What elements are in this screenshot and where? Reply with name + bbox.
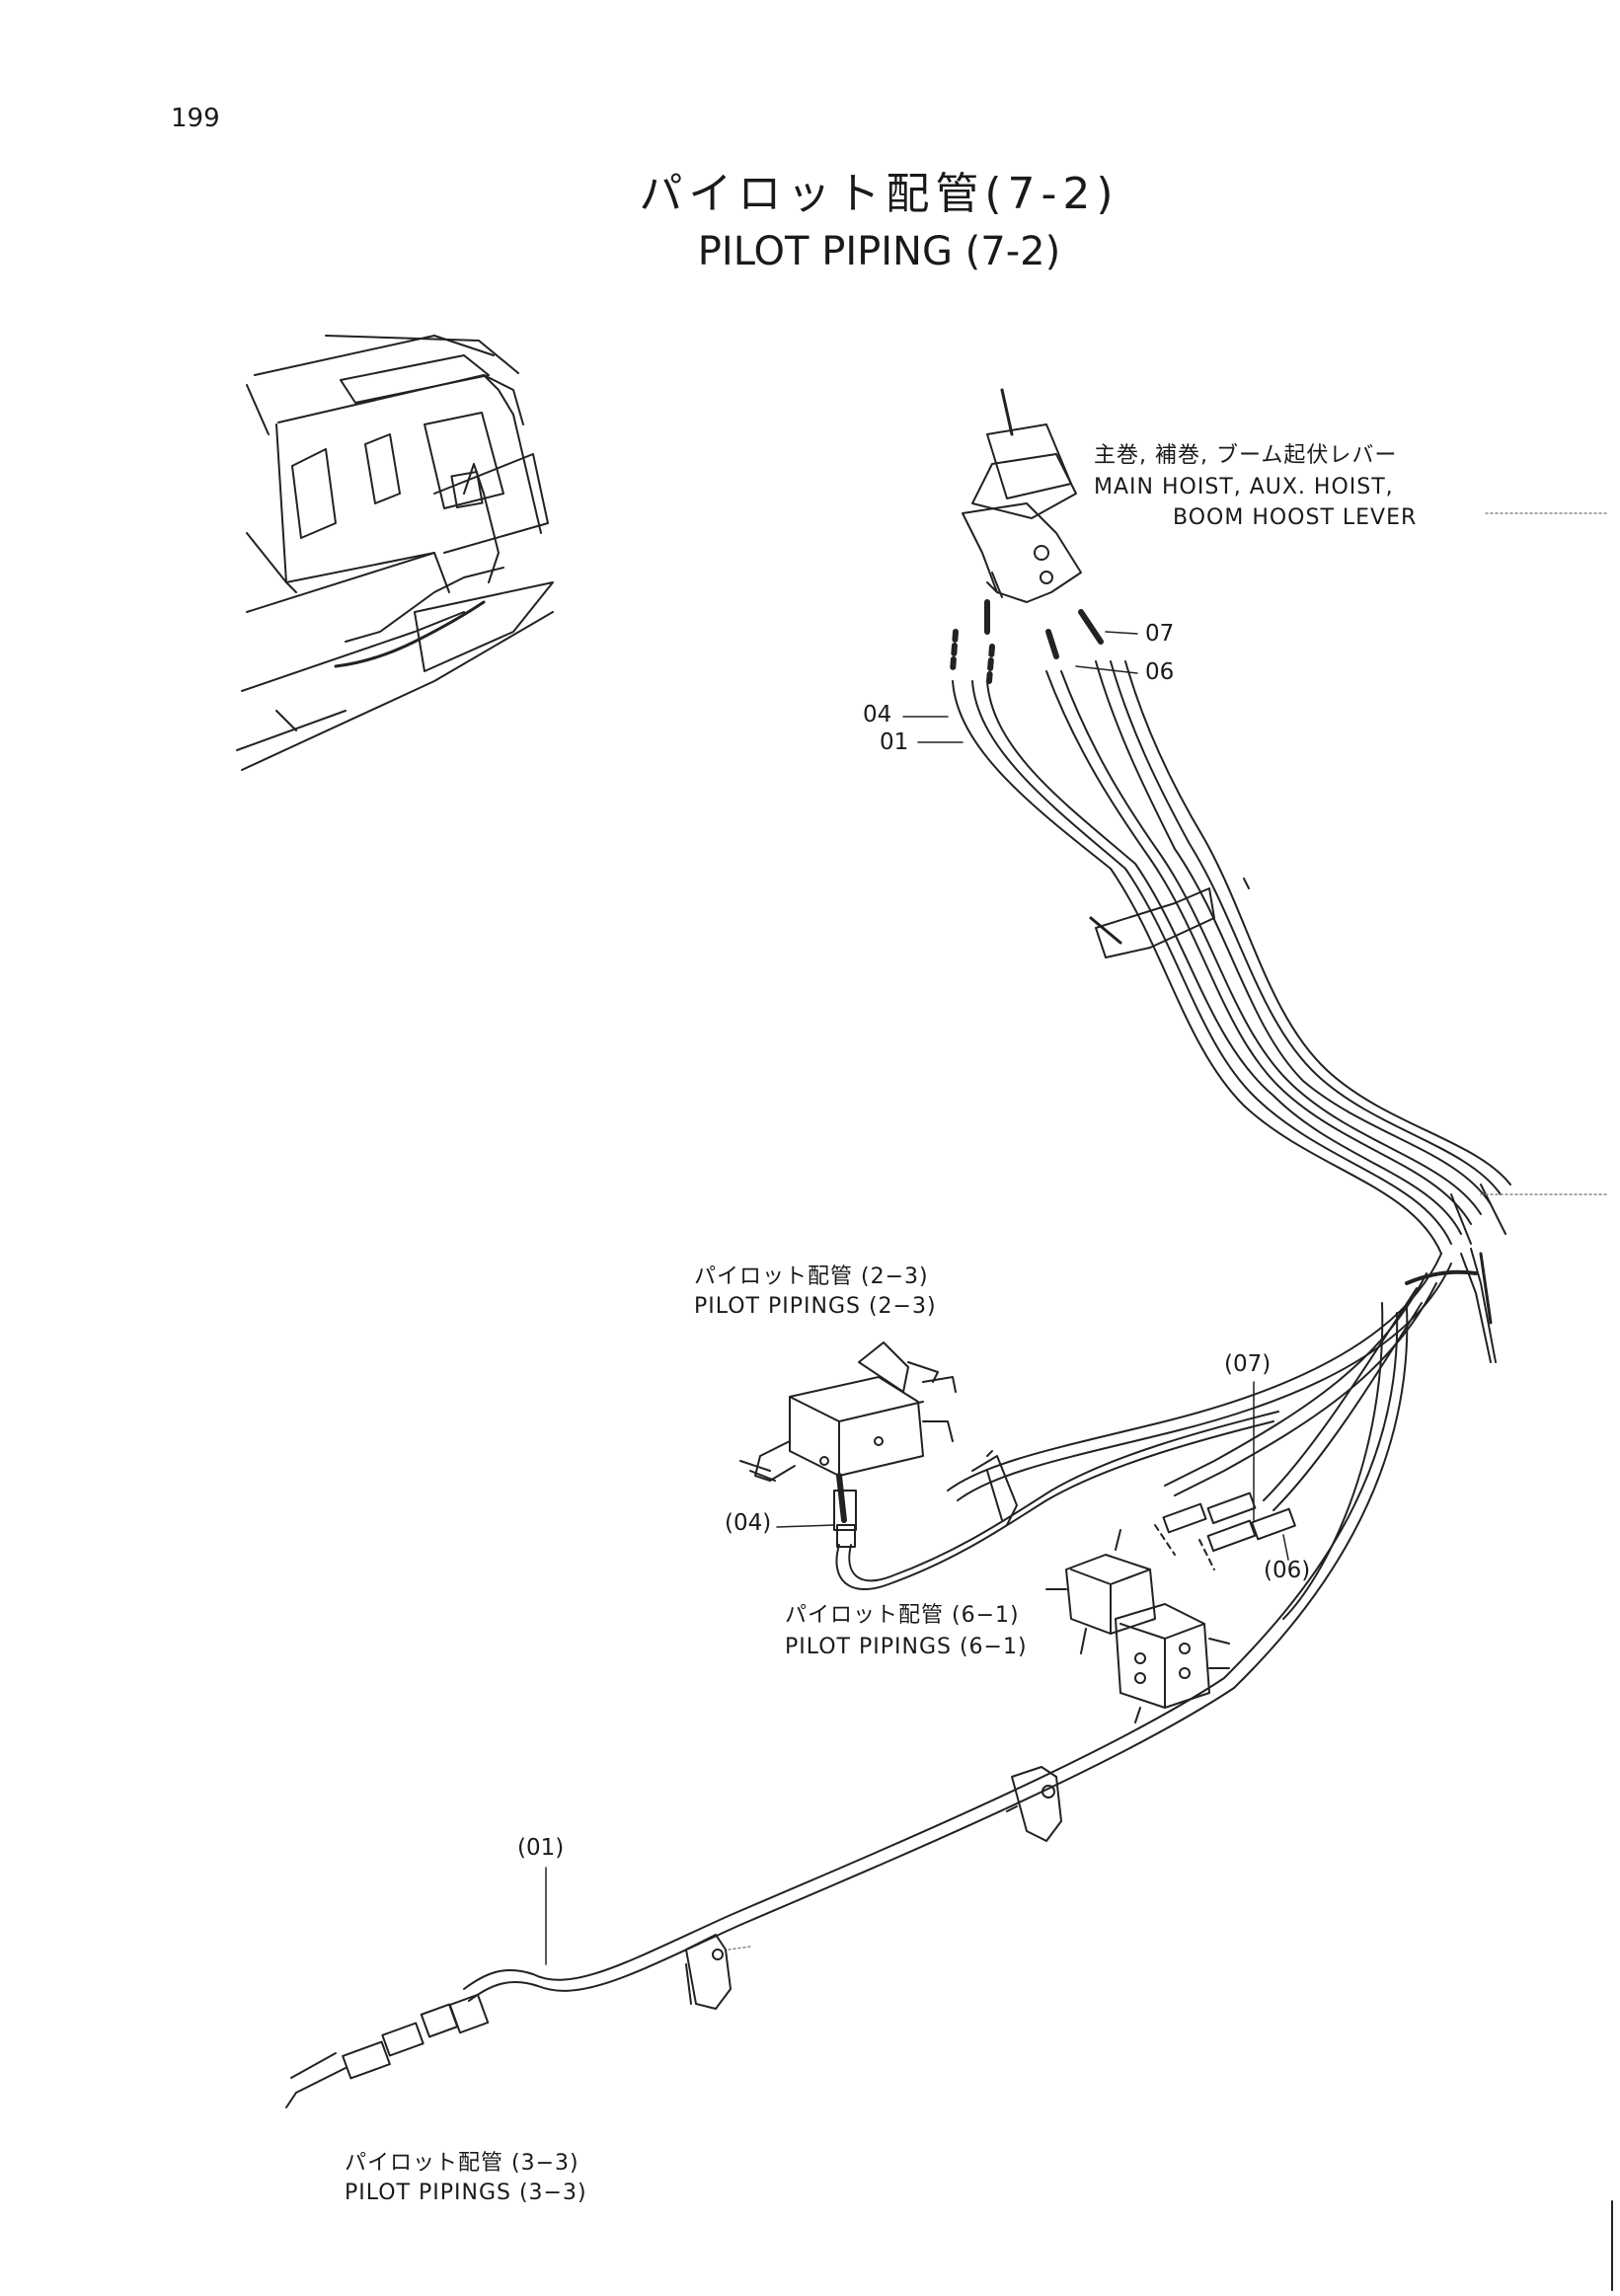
page-title-english: PILOT PIPING (7-2)	[697, 229, 1061, 274]
reference-2-3-japanese: パイロット配管 (2−3)	[694, 1264, 929, 1289]
bracket-right	[1405, 1184, 1506, 1363]
reference-2-3-english: PILOT PIPINGS (2−3)	[694, 1294, 937, 1319]
reference-3-3-english: PILOT PIPINGS (3−3)	[345, 2181, 587, 2205]
lever-label-japanese: 主巻, 補巻, ブーム起伏レバー	[1094, 443, 1398, 468]
reference-3-3-japanese: パイロット配管 (3−3)	[345, 2151, 579, 2176]
hose-bundle-lower	[947, 1253, 1452, 1511]
hose-01	[463, 1302, 1409, 2002]
fittings-07-06	[1154, 1492, 1296, 1570]
hose-bundle-upper	[952, 660, 1511, 1255]
part-number-07: 07	[1145, 621, 1175, 647]
page-title-japanese: パイロット配管(7-2)	[639, 169, 1119, 219]
fittings-3-3	[285, 1993, 490, 2108]
valve-block-2-3	[739, 1341, 957, 1482]
part-ref-07: (07)	[1224, 1351, 1272, 1377]
part-ref-06: (06)	[1264, 1558, 1311, 1583]
part-number-04: 04	[863, 702, 892, 727]
reference-6-1-japanese: パイロット配管 (6−1)	[785, 1603, 1020, 1628]
part-ref-04: (04)	[725, 1510, 772, 1536]
valve-block-6-1	[1045, 1529, 1230, 1723]
leader-lines	[545, 512, 1610, 1965]
clamp-01-lower	[685, 1934, 732, 2010]
part-ref-01: (01)	[517, 1835, 565, 1861]
reference-6-1-english: PILOT PIPINGS (6−1)	[785, 1635, 1028, 1659]
hose-04	[833, 1411, 1279, 1590]
bracket-mid	[1089, 878, 1250, 958]
lever-label-english-line1: MAIN HOIST, AUX. HOIST,	[1094, 475, 1394, 499]
page-number: 199	[171, 104, 220, 133]
lever-assembly	[950, 388, 1104, 684]
clamp-01-mid	[1006, 1766, 1062, 1842]
cab-inset	[236, 335, 554, 771]
part-number-06: 06	[1145, 659, 1175, 685]
part-number-01: 01	[880, 729, 909, 755]
lever-label-english-line2: BOOM HOOST LEVER	[1173, 505, 1418, 530]
